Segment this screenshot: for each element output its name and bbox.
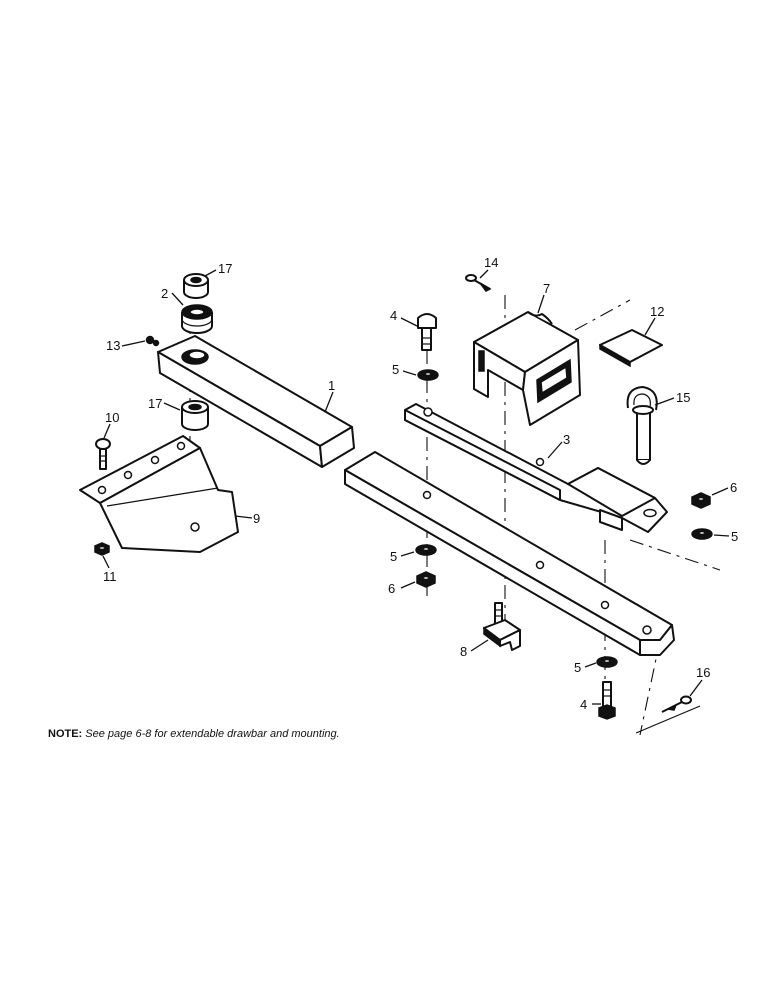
- callout-4-top: 4: [390, 308, 397, 323]
- part-8-stud-bracket: [483, 602, 521, 651]
- part-5-washer-mid: [415, 544, 437, 556]
- part-11-nut: [94, 542, 110, 556]
- callout-5-top: 5: [392, 362, 399, 377]
- callout-5-bottom: 5: [574, 660, 581, 675]
- part-6-nut-right: [691, 492, 711, 509]
- part-9-mounting-plate: [79, 435, 239, 553]
- callout-2: 2: [161, 286, 168, 301]
- part-15-hitch-pin: [626, 386, 658, 465]
- leader-lines: [102, 269, 730, 705]
- callout-10: 10: [105, 410, 119, 425]
- callout-16: 16: [696, 665, 710, 680]
- callout-6-mid: 6: [388, 581, 395, 596]
- part-12-square-pad: [599, 329, 663, 368]
- callout-1: 1: [328, 378, 335, 393]
- callout-5-mid: 5: [390, 549, 397, 564]
- part-4-bolt-top: [417, 313, 437, 351]
- callout-17-lower: 17: [148, 396, 162, 411]
- callout-17-top: 17: [218, 261, 232, 276]
- callout-6-right: 6: [730, 480, 737, 495]
- callout-7: 7: [543, 281, 550, 296]
- callout-14: 14: [484, 255, 498, 270]
- part-17-spacer-top: [183, 273, 209, 299]
- part-16-clip: [661, 695, 692, 713]
- part-1-bar: [157, 335, 355, 468]
- callout-5-right: 5: [731, 529, 738, 544]
- callout-3: 3: [563, 432, 570, 447]
- callout-4-bottom: 4: [580, 697, 587, 712]
- callout-12: 12: [650, 304, 664, 319]
- part-5-washer-top: [417, 369, 439, 381]
- callout-8: 8: [460, 644, 467, 659]
- part-5-washer-bottom: [596, 656, 618, 668]
- note-label: NOTE:: [48, 728, 83, 740]
- callout-9: 9: [253, 511, 260, 526]
- part-13-set-screw: [145, 335, 160, 347]
- part-14-clip: [465, 274, 492, 292]
- part-3-bar-lower: [344, 451, 675, 656]
- part-17-spacer-lower: [181, 400, 209, 431]
- callout-11: 11: [103, 569, 117, 584]
- callout-numbers: 17 2 13 1 17 10 9 11 14 7 12 4 5 15 3 6 …: [103, 255, 738, 712]
- part-2-bushing: [181, 304, 213, 334]
- part-6-nut-mid: [416, 571, 436, 588]
- footnote: NOTE: See page 6-8 for extendable drawba…: [48, 728, 340, 740]
- callout-13: 13: [106, 338, 120, 353]
- section-line: [635, 705, 701, 734]
- part-3-bar-upper: [404, 403, 668, 533]
- part-7-channel-bracket: [473, 311, 581, 426]
- note-text: See page 6-8 for extendable drawbar and …: [85, 728, 340, 740]
- part-5-washer-right: [691, 528, 713, 540]
- part-4-bolt-bottom: [598, 681, 616, 720]
- callout-15: 15: [676, 390, 690, 405]
- part-10-bolt: [95, 438, 111, 470]
